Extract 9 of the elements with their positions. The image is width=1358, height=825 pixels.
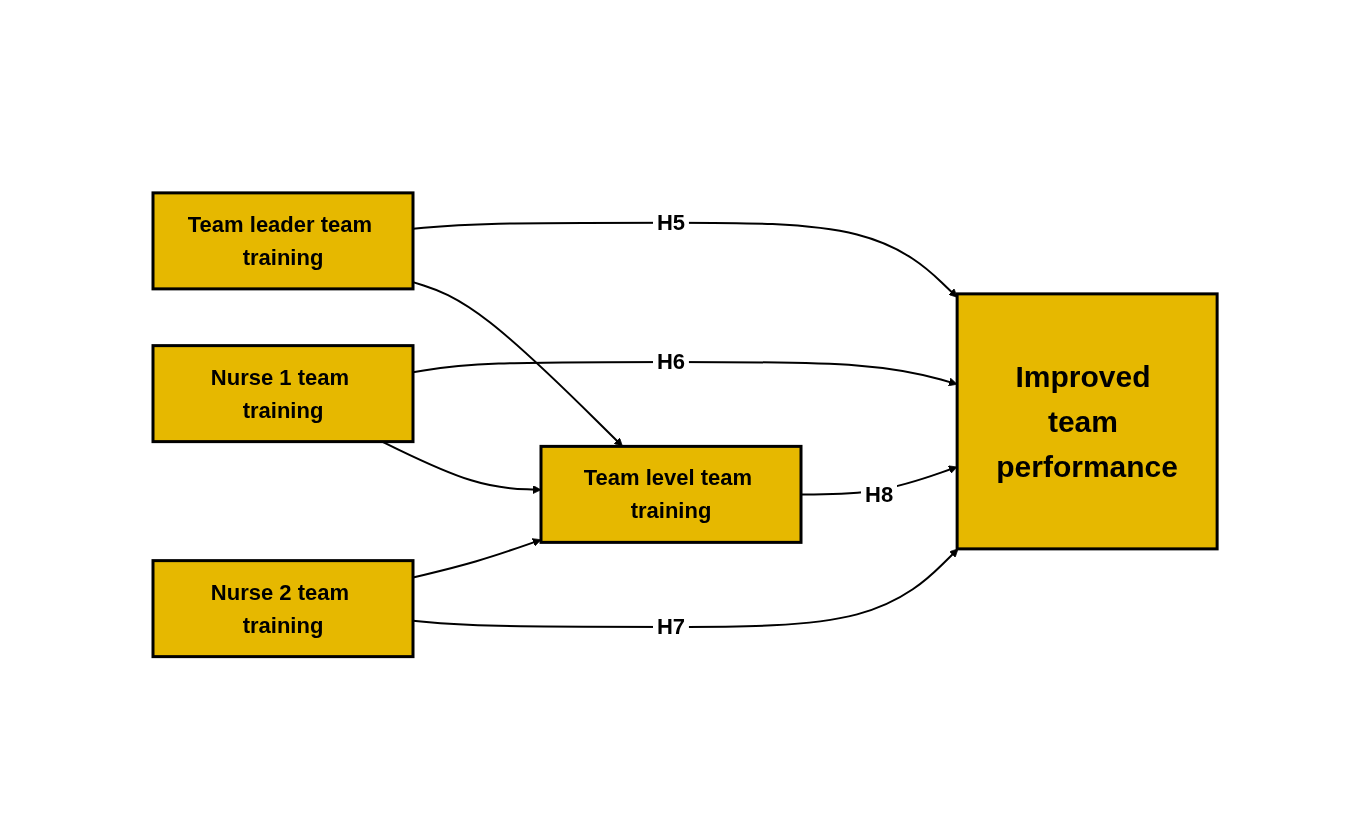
node-box: Nurse 2 team training (151, 559, 415, 659)
edge-label: H7 (656, 614, 685, 640)
node-box: Team level team training (539, 444, 803, 544)
edge-label: H8 (864, 481, 894, 507)
edge-label: H6 (656, 349, 685, 375)
node-box: Team leader team training (151, 191, 415, 291)
edge-label: H5 (656, 210, 685, 236)
node-box: Nurse 1 team training (151, 344, 415, 444)
node-box: Improved team performance (955, 292, 1219, 551)
